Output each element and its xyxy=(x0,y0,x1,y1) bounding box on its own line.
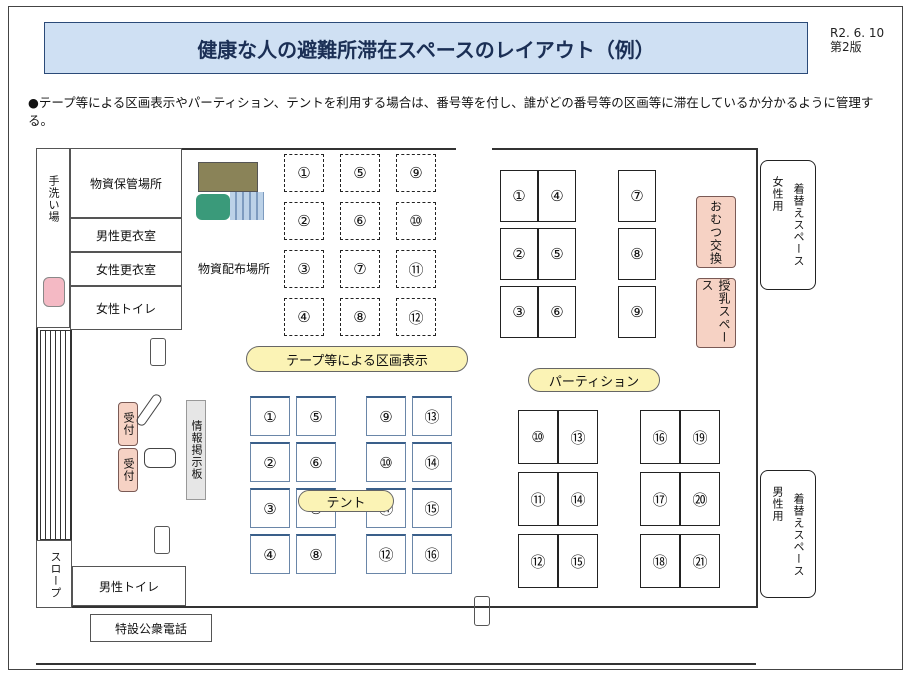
tent-section: ⑥ xyxy=(296,442,336,482)
partition-section: ⑩ xyxy=(518,410,558,464)
sanitizer-icon xyxy=(150,338,166,366)
tape-section: ② xyxy=(284,202,324,240)
tape-section: ⑤ xyxy=(340,154,380,192)
outer-frame xyxy=(8,6,903,670)
partition-section: ⑭ xyxy=(558,472,598,526)
water-bottles-icon xyxy=(230,192,264,220)
wall-top-left xyxy=(36,148,456,150)
slope-label: スロープ xyxy=(49,551,62,599)
tape-section: ① xyxy=(284,154,324,192)
mask-icon xyxy=(144,448,176,468)
men-changing-room: 男性更衣室 xyxy=(70,218,182,252)
handwash-area: 手洗い場 xyxy=(36,148,70,328)
partition-section: ⑯ xyxy=(640,410,680,464)
partition-section: ① xyxy=(500,170,538,222)
info-board: 情報掲示板 xyxy=(186,400,206,500)
tent-label: テント xyxy=(298,490,394,512)
storage-room: 物資保管場所 xyxy=(70,148,182,218)
wall-left xyxy=(36,148,38,608)
edition-version: 第2版 xyxy=(830,40,862,54)
partition-section: ② xyxy=(500,228,538,280)
partition-section: ⑦ xyxy=(618,170,656,222)
reception-desk-2: 受付 xyxy=(118,448,138,492)
tape-section: ④ xyxy=(284,298,324,336)
sanitizer-icon xyxy=(474,596,490,626)
instruction-note: ●テープ等による区画表示やパーティション、テントを利用する場合は、番号等を付し、… xyxy=(28,95,874,128)
tent-section: ⑧ xyxy=(296,534,336,574)
tape-section: ⑫ xyxy=(396,298,436,336)
wall-bottom xyxy=(36,606,756,608)
tent-grid: ①⑤⑨⑬②⑥⑩⑭③⑦⑪⑮④⑧⑫⑯ xyxy=(250,396,460,600)
partition-section: ⑧ xyxy=(618,228,656,280)
tent-section: ⑤ xyxy=(296,396,336,436)
partition-section: ⑬ xyxy=(558,410,598,464)
men-for-label: 男性用 xyxy=(771,486,784,522)
tent-section: ⑮ xyxy=(412,488,452,528)
partition-section: ④ xyxy=(538,170,576,222)
tent-section: ⑭ xyxy=(412,442,452,482)
tape-section: ⑨ xyxy=(396,154,436,192)
nursing-area: 授乳スペース xyxy=(696,278,736,348)
sanitizer-icon xyxy=(154,526,170,554)
women-toilet: 女性トイレ xyxy=(70,286,182,330)
page-title: 健康な人の避難所滞在スペースのレイアウト（例） xyxy=(44,22,808,74)
reception-desk-1: 受付 xyxy=(118,402,138,446)
stairs-icon xyxy=(40,330,72,540)
partition-label: パーティション xyxy=(528,368,660,392)
edition-date: R2. 6. 10 xyxy=(830,26,885,40)
partition-section: ⑲ xyxy=(680,410,720,464)
slope-area: スロープ xyxy=(36,540,72,608)
tape-section: ⑧ xyxy=(340,298,380,336)
women-changing-room: 女性更衣室 xyxy=(70,252,182,286)
tent-section: ⑬ xyxy=(412,396,452,436)
tent-section: ④ xyxy=(250,534,290,574)
tent-section: ⑨ xyxy=(366,396,406,436)
partition-section: ⑤ xyxy=(538,228,576,280)
tent-section: ② xyxy=(250,442,290,482)
supplies-boxes-icon xyxy=(198,162,258,192)
partition-section: ⑥ xyxy=(538,286,576,338)
partition-section: ⑱ xyxy=(640,534,680,588)
men-toilet: 男性トイレ xyxy=(72,566,186,606)
men-changing-label: 着替えスペース xyxy=(792,493,805,577)
public-phone: 特設公衆電話 xyxy=(90,614,212,642)
tape-section: ⑩ xyxy=(396,202,436,240)
tent-section: ⑫ xyxy=(366,534,406,574)
partition-section: ⑳ xyxy=(680,472,720,526)
wall-top-right xyxy=(492,148,757,150)
partition-section: ⑮ xyxy=(558,534,598,588)
tent-section: ① xyxy=(250,396,290,436)
tape-section: ⑥ xyxy=(340,202,380,240)
diaper-change-area: おむつ交換 xyxy=(696,196,736,268)
tape-section: ⑦ xyxy=(340,250,380,288)
men-changing-space: 着替えスペース 男性用 xyxy=(760,470,816,598)
tent-section: ⑩ xyxy=(366,442,406,482)
partition-section: ⑰ xyxy=(640,472,680,526)
wall-outer-bottom xyxy=(36,663,756,665)
women-changing-space: 着替えスペース 女性用 xyxy=(760,160,816,290)
partition-section: ⑪ xyxy=(518,472,558,526)
partition-section: ⑫ xyxy=(518,534,558,588)
tent-section: ⑯ xyxy=(412,534,452,574)
partition-section: ③ xyxy=(500,286,538,338)
partition-section: ㉑ xyxy=(680,534,720,588)
women-for-label: 女性用 xyxy=(771,176,784,212)
tent-section: ③ xyxy=(250,488,290,528)
blankets-icon xyxy=(196,194,230,220)
edition-info: R2. 6. 10 第2版 xyxy=(830,26,884,54)
distribution-area-label: 物資配布場所 xyxy=(198,261,271,276)
tape-label: テープ等による区画表示 xyxy=(246,346,468,372)
tape-section: ③ xyxy=(284,250,324,288)
handwash-label: 手洗い場 xyxy=(47,175,60,223)
soap-dispenser-icon xyxy=(43,277,65,307)
partition-section: ⑨ xyxy=(618,286,656,338)
wall-right-inner xyxy=(756,148,758,608)
tape-section: ⑪ xyxy=(396,250,436,288)
women-changing-label: 着替えスペース xyxy=(792,183,805,267)
